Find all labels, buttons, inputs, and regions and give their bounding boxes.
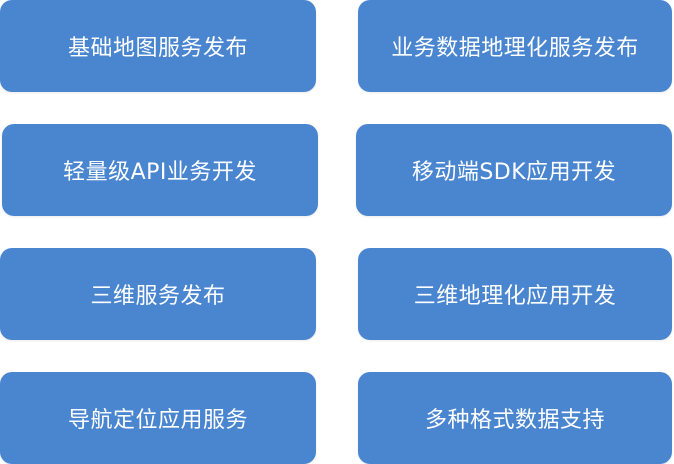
tile-label: 三维地理化应用开发: [413, 284, 617, 309]
tile-label: 三维服务发布: [90, 284, 226, 309]
tile-business-data-geo-service-publish[interactable]: 业务数据地理化服务发布: [358, 0, 672, 92]
tile-label: 多种格式数据支持: [424, 408, 605, 433]
tile-label: 业务数据地理化服务发布: [391, 36, 639, 61]
tile-basic-map-service-publish[interactable]: 基础地图服务发布: [0, 0, 316, 92]
tile-label: 基础地图服务发布: [67, 36, 248, 61]
tile-multi-format-data-support[interactable]: 多种格式数据支持: [358, 372, 672, 464]
tile-3d-service-publish[interactable]: 三维服务发布: [0, 248, 316, 340]
tile-mobile-sdk-dev[interactable]: 移动端SDK应用开发: [356, 124, 672, 216]
tile-label: 导航定位应用服务: [67, 408, 248, 433]
tile-lightweight-api-dev[interactable]: 轻量级API业务开发: [2, 124, 318, 216]
tile-label: 移动端SDK应用开发: [411, 160, 617, 185]
tile-3d-geo-app-dev[interactable]: 三维地理化应用开发: [358, 248, 672, 340]
tile-label: 轻量级API业务开发: [63, 160, 257, 185]
tile-navigation-positioning-service[interactable]: 导航定位应用服务: [0, 372, 316, 464]
